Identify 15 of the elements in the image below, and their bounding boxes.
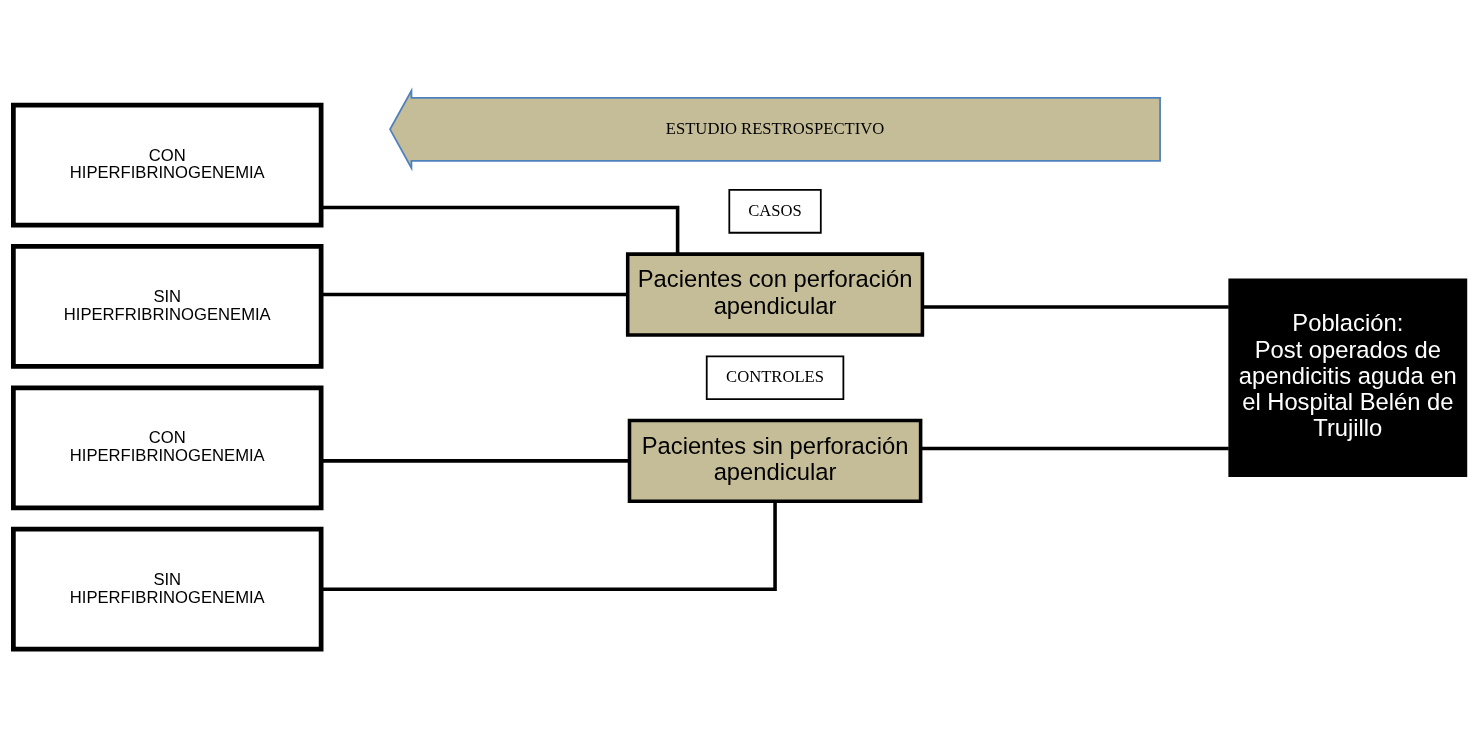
connector bbox=[922, 305, 1229, 309]
connector bbox=[321, 501, 777, 591]
node-box: Población: Post operados de apendicitis aguda en el Hospital Belén de Trujillo bbox=[1228, 278, 1468, 477]
node-box: CON HIPERFIBRINOGENEMIA bbox=[11, 102, 324, 228]
node-box: Pacientes sin perforación apendicular bbox=[627, 418, 923, 504]
connector bbox=[321, 205, 680, 255]
connector bbox=[321, 459, 630, 463]
node-box: SIN HIPERFRIBRINOGENEMIA bbox=[11, 244, 324, 369]
connector bbox=[920, 446, 1229, 451]
connector bbox=[321, 292, 628, 297]
node-box: CONTROLES bbox=[705, 355, 845, 400]
node-box: CON HIPERFIBRINOGENEMIA bbox=[11, 385, 324, 511]
node-box: Pacientes con perforación apendicular bbox=[625, 252, 925, 337]
node-box: CASOS bbox=[728, 189, 822, 234]
node-box: SIN HIPERFIBRINOGENEMIA bbox=[11, 526, 324, 652]
